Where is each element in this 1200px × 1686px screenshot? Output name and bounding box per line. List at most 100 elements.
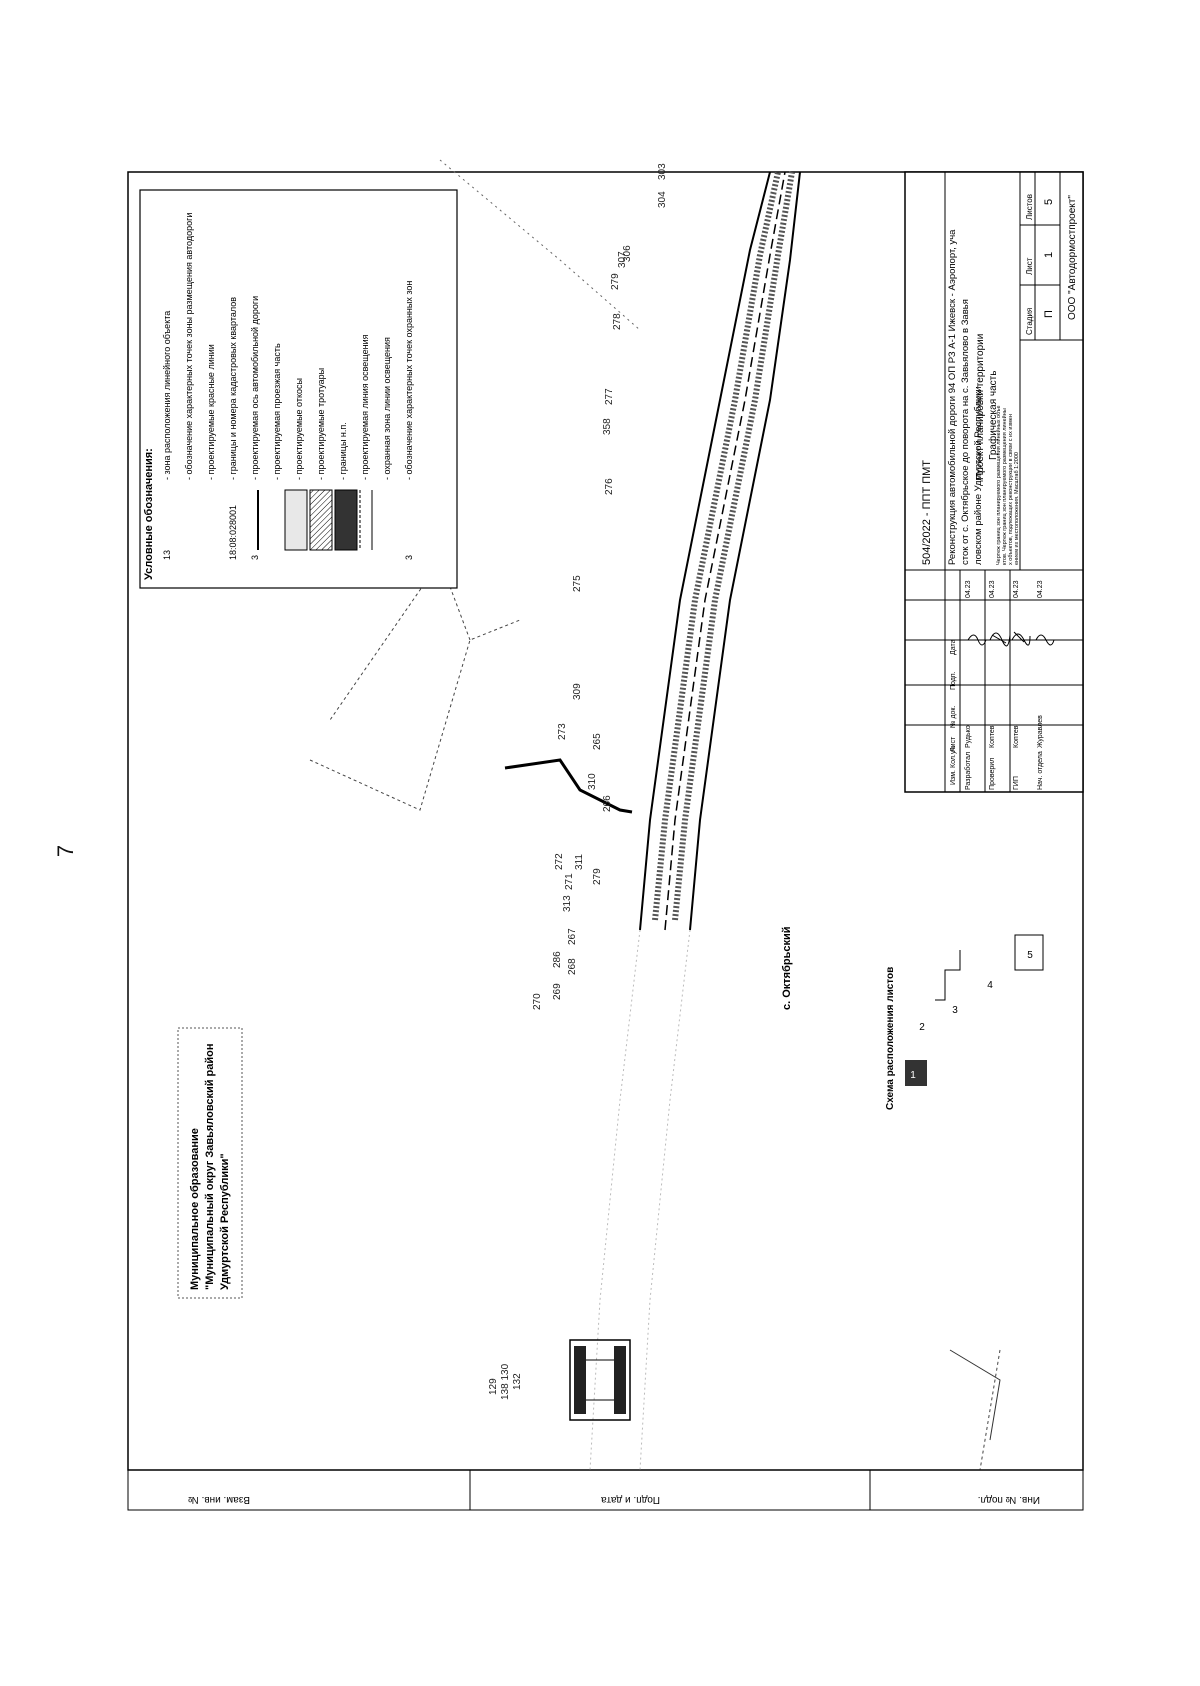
tb-col-header: Лист — [950, 736, 957, 752]
svg-text:Подп. и дата: Подп. и дата — [601, 1494, 660, 1505]
map-label: 311 — [574, 854, 585, 870]
legend-item-text: - проектируемые тротуары — [316, 368, 326, 480]
tb-signer-role: Нач. отдела — [1037, 751, 1044, 790]
map-area — [309, 159, 1001, 1471]
map-label: 279 — [610, 273, 621, 290]
map-label: 303 — [657, 163, 668, 180]
title-block: 504/2022 - ППТ ПМТ Реконструкция автомоб… — [904, 171, 1084, 793]
tb-signer-name: Журавлев — [1037, 715, 1044, 748]
tb-col-header: Изм. — [950, 770, 957, 785]
legend: Условные обозначения: - зона расположени… — [139, 189, 458, 589]
tb-col-header: Кол.уч. — [950, 745, 957, 768]
map-label: 275 — [572, 575, 583, 592]
tb-object-line: сток от с. Октябрьское до поворота на с.… — [960, 299, 971, 565]
map-label: 272 — [554, 853, 565, 870]
tb-col-header: № док. — [950, 706, 957, 728]
svg-text:Графическая часть: Графическая часть — [987, 371, 999, 460]
svg-text:1: 1 — [1043, 252, 1055, 258]
map-label: 270 — [532, 993, 543, 1010]
legend-item-symbol: 13 — [162, 550, 172, 560]
tb-object-line: Реконструкция автомобильной дороги 94 ОП… — [947, 229, 958, 565]
tb-col-header: Дата — [950, 639, 957, 655]
map-label: 132 — [512, 1373, 523, 1390]
svg-text:Удмуртской Республики": Удмуртской Республики" — [219, 1153, 231, 1290]
map-label: 276 — [604, 478, 615, 495]
legend-item-text: - охранная зона линии освещения — [382, 337, 392, 480]
map-label: 358 — [602, 418, 613, 435]
map-label: 129 — [488, 1378, 499, 1395]
svg-text:Муниципальное образование: Муниципальное образование — [189, 1128, 201, 1290]
tb-object-line: ловском районе Удмуртской Республики — [973, 386, 984, 565]
side-stamp: Взам. инв. № Подп. и дата Инв. № подл. — [127, 1469, 1084, 1511]
legend-item-text: - границы и номера кадастровых кварталов — [228, 297, 238, 480]
map-label: 278 — [612, 313, 623, 330]
map-label: 277 — [604, 388, 615, 405]
tb-signer-name: Рудько — [965, 725, 972, 748]
tb-drawing-line: ктов. Чертеж границ зон планируемого раз… — [1001, 408, 1008, 565]
legend-title: Условные обозначения: — [143, 448, 155, 580]
svg-text:4: 4 — [987, 980, 993, 991]
tb-signer-date: 04.23 — [965, 580, 972, 598]
map-label: 265 — [592, 733, 603, 750]
legend-item-text: - проектируемая проезжая часть — [272, 343, 282, 480]
tb-signer-date: 04.23 — [1037, 580, 1044, 598]
legend-item-text: - проектируемая ось автомобильной дороги — [250, 296, 260, 480]
svg-text:Схема расположения листов: Схема расположения листов — [885, 967, 896, 1110]
svg-text:2: 2 — [919, 1022, 925, 1033]
map-label: 309 — [572, 683, 583, 700]
tb-signer-role: ГИП — [1013, 776, 1020, 790]
svg-text:ООО "Автодормостпроект": ООО "Автодормостпроект" — [1067, 195, 1078, 320]
tb-col-header: Подп. — [950, 671, 957, 690]
map-label: 279 — [592, 868, 603, 885]
legend-item-symbol: 3 — [250, 555, 260, 560]
legend-item-text: - границы н.п. — [338, 422, 348, 480]
svg-text:5: 5 — [1027, 950, 1033, 961]
legend-item-text: - проектируемые откосы — [294, 378, 304, 480]
svg-text:1: 1 — [910, 1070, 916, 1081]
svg-text:Листов: Листов — [1025, 194, 1034, 220]
tb-signer-name: Коптев — [1013, 725, 1020, 748]
svg-text:"Муниципальный округ Завьяловс: "Муниципальный округ Завьяловский район — [204, 1043, 216, 1290]
map-label: 273 — [557, 723, 568, 740]
settlement-label: с. Октябрьский — [781, 926, 793, 1010]
svg-text:5: 5 — [1043, 199, 1055, 205]
svg-text:Проект планировки территории: Проект планировки территории — [975, 334, 986, 480]
svg-text:Взам. инв. №: Взам. инв. № — [188, 1494, 250, 1505]
map-label: 267 — [567, 928, 578, 945]
legend-item-text: - обозначение характерных точек охранных… — [404, 281, 414, 480]
svg-text:Стадия: Стадия — [1025, 308, 1034, 335]
legend-item-symbol: 18:08:028001 — [228, 505, 238, 560]
map-label: 269 — [552, 983, 563, 1000]
legend-item-symbol: 3 — [404, 555, 414, 560]
map-label: 304 — [657, 191, 668, 208]
legend-item-text: - обозначение характерных точек зоны раз… — [184, 213, 194, 480]
legend-item-text: - проектируемые красные линии — [206, 344, 216, 480]
tb-signer-role: Разработал — [964, 752, 972, 790]
tb-signer-date: 04.23 — [989, 580, 996, 598]
map-label: 268 — [567, 958, 578, 975]
tb-drawing-line: ением их местоположения. Масштаб 1:2000 — [1014, 452, 1020, 565]
svg-text:504/2022 - ППТ ПМТ: 504/2022 - ППТ ПМТ — [921, 460, 933, 565]
map-label: 310 — [587, 773, 598, 790]
municipality-label: Муниципальное образование "Муниципальный… — [177, 1027, 243, 1299]
legend-item-text: - зона расположения линейного объекта — [162, 311, 172, 480]
tb-signer-date: 04.23 — [1013, 580, 1020, 598]
svg-text:3: 3 — [952, 1005, 958, 1016]
map-label: 306 — [622, 245, 633, 262]
svg-text:Лист: Лист — [1025, 257, 1034, 275]
legend-items: - зона расположения линейного объекта 13 -… — [162, 213, 414, 560]
tb-signer-name: Коптев — [989, 725, 996, 748]
tb-drawing-line: Чертеж границ зон планируемого размещени… — [995, 405, 1002, 565]
tb-signer-role: Проверил — [989, 758, 996, 790]
tb-drawing-line: х объектов, подлежащих реконструкции в с… — [1008, 414, 1014, 565]
map-label: 138 130 — [500, 1363, 511, 1400]
map-label: 313 — [562, 895, 573, 912]
map-label: 266 — [602, 795, 613, 812]
map-label: 286 — [552, 951, 563, 968]
sheet-scheme: Схема расположения листов 1 2 3 4 5 — [885, 934, 1044, 1110]
svg-text:Инв. № подл.: Инв. № подл. — [978, 1494, 1040, 1505]
map-label: 271 — [564, 873, 575, 890]
map-label: 307 — [617, 251, 628, 268]
